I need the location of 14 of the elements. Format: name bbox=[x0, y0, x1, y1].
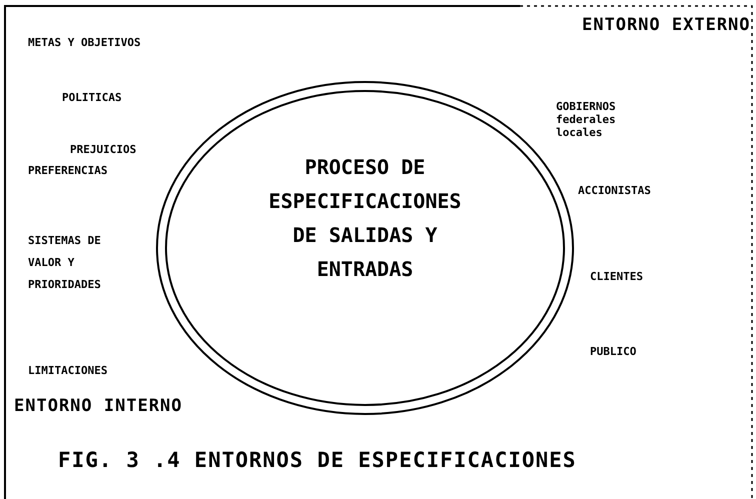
process-title: PROCESO DE ESPECIFICACIONES DE SALIDAS Y ENTRADAS bbox=[268, 154, 462, 283]
region-heading: ENTORNO INTERNO bbox=[14, 395, 184, 417]
factor-label: POLITICAS bbox=[62, 90, 123, 106]
factor-label: ACCIONISTAS bbox=[578, 183, 652, 199]
factor-label: GOBIERNOS federales locales bbox=[556, 100, 617, 139]
factor-label: SISTEMAS DE VALOR Y PRIORIDADES bbox=[28, 233, 102, 293]
factor-label: PUBLICO bbox=[590, 344, 638, 360]
factor-label: LIMITACIONES bbox=[28, 363, 108, 379]
factor-label: PREFERENCIAS bbox=[28, 163, 108, 179]
factor-label: CLIENTES bbox=[590, 269, 644, 285]
factor-label: PREJUICIOS bbox=[70, 142, 138, 158]
region-heading: ENTORNO EXTERNO bbox=[582, 14, 752, 36]
figure-caption: FIG. 3 .4 ENTORNOS DE ESPECIFICACIONES bbox=[58, 448, 576, 472]
factor-label: METAS Y OBJETIVOS bbox=[28, 35, 142, 51]
